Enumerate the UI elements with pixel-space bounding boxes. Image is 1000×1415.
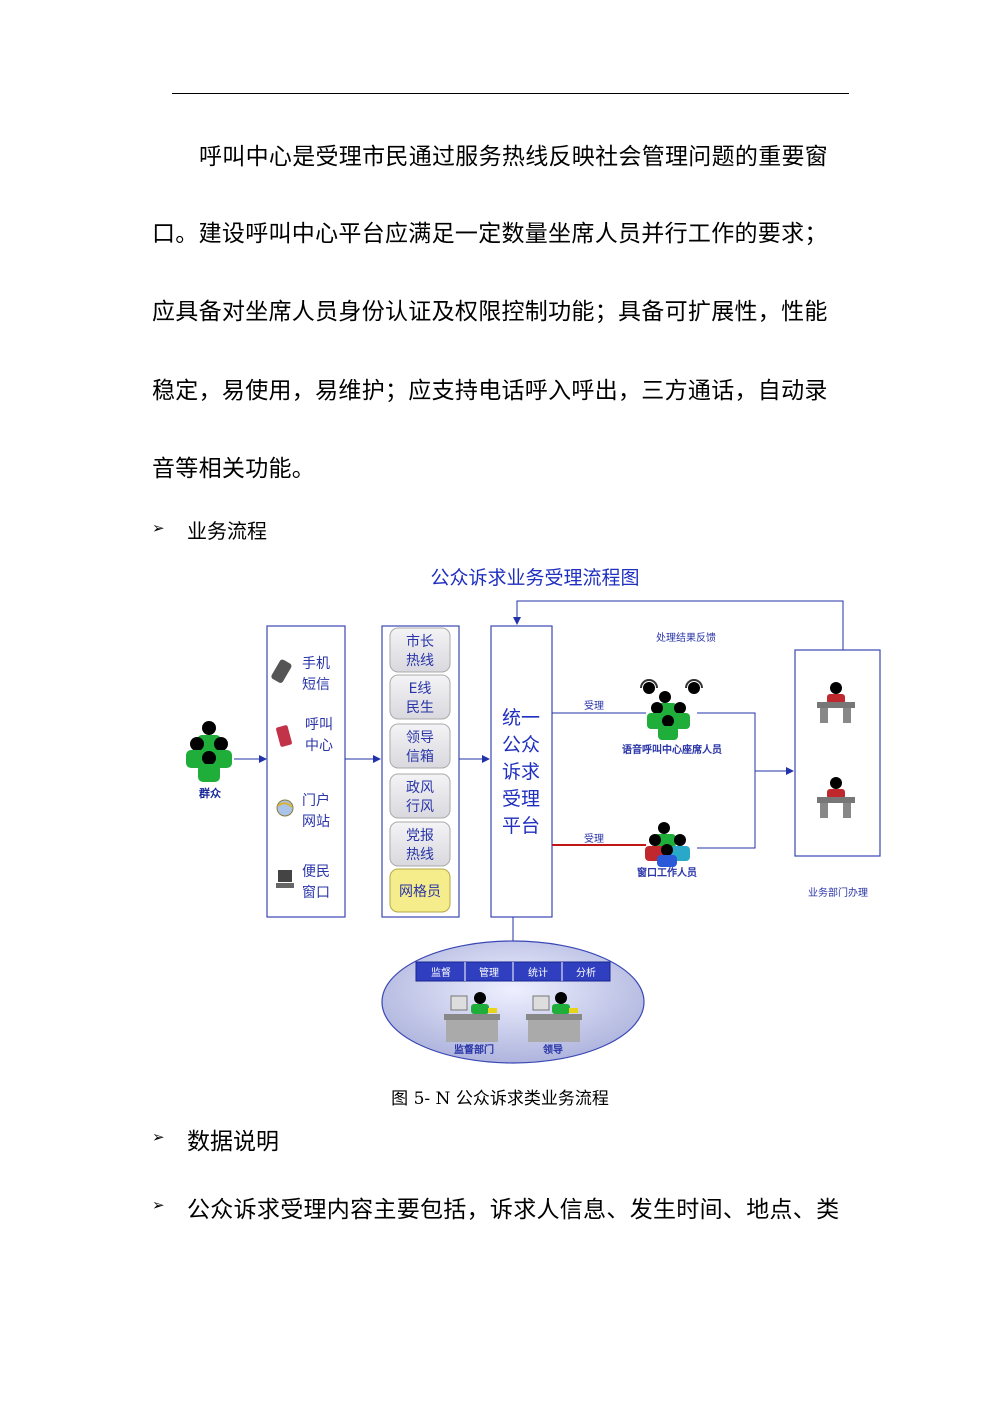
platform-label: 公众 — [502, 734, 540, 756]
accept-label: 受理 — [584, 700, 604, 712]
menu-item-supervise: 监督 — [431, 966, 451, 979]
source-item: 党报 热线 — [390, 822, 450, 866]
department-box — [795, 650, 880, 856]
globe-icon — [277, 800, 293, 816]
grid-member-item: 网格员 — [390, 869, 450, 912]
supervise-dept-label: 监督部门 — [454, 1043, 494, 1056]
channel-label: 短信 — [302, 677, 330, 693]
svg-text:网格员: 网格员 — [399, 884, 441, 900]
supervision-ellipse — [382, 941, 644, 1063]
public-people-icon — [186, 721, 232, 782]
channel-label: 便民 — [302, 864, 330, 880]
source-item: 领导 信箱 — [390, 724, 450, 768]
platform-label: 统一 — [502, 707, 540, 729]
menu-item-statistics: 统计 — [528, 966, 548, 979]
computer-icon — [276, 870, 294, 888]
content-line: 公众诉求受理内容主要包括，诉求人信息、发生时间、地点、类 — [187, 1190, 839, 1224]
svg-text:热线: 热线 — [406, 847, 434, 863]
svg-text:E线: E线 — [409, 681, 432, 697]
source-item: E线 民生 — [390, 675, 450, 719]
section-heading-data-desc: 数据说明 — [187, 1122, 279, 1156]
bullet-arrow-icon: ➢ — [152, 1128, 165, 1146]
svg-text:党报: 党报 — [406, 828, 434, 844]
department-label: 业务部门办理 — [808, 886, 868, 899]
bullet-arrow-icon: ➢ — [152, 1196, 165, 1214]
menu-item-analysis: 分析 — [576, 966, 596, 979]
svg-text:民生: 民生 — [406, 700, 434, 716]
svg-text:行风: 行风 — [406, 799, 434, 815]
channel-label: 呼叫 — [305, 717, 333, 733]
channel-label: 窗口 — [302, 884, 330, 901]
source-item: 政风 行风 — [390, 774, 450, 818]
supervision-menu-bar: 监督 管理 统计 分析 — [416, 962, 610, 981]
menu-item-manage: 管理 — [479, 966, 499, 979]
svg-text:政风: 政风 — [406, 780, 434, 796]
window-staff-icon — [645, 822, 690, 867]
accept-label: 受理 — [584, 833, 604, 845]
svg-text:市长: 市长 — [406, 633, 434, 650]
platform-label: 诉求 — [502, 761, 540, 783]
public-label: 群众 — [198, 786, 222, 800]
callcenter-label: 语音呼叫中心座席人员 — [622, 743, 722, 756]
leader-label: 领导 — [543, 1043, 563, 1056]
channel-label: 网站 — [302, 814, 330, 830]
channel-label: 手机 — [302, 656, 330, 672]
svg-text:领导: 领导 — [406, 730, 434, 746]
feedback-label: 处理结果反馈 — [656, 631, 716, 644]
source-item: 市长 热线 — [390, 628, 450, 672]
svg-text:信箱: 信箱 — [406, 749, 434, 765]
window-staff-label: 窗口工作人员 — [637, 866, 697, 879]
channel-label: 中心 — [305, 738, 333, 754]
platform-label: 平台 — [502, 815, 540, 837]
figure-caption: 图 5- N 公众诉求类业务流程 — [0, 1084, 1000, 1109]
platform-label: 受理 — [502, 788, 540, 810]
channel-label: 门户 — [302, 792, 330, 809]
callcenter-staff-icon — [641, 680, 702, 740]
svg-text:热线: 热线 — [406, 653, 434, 669]
